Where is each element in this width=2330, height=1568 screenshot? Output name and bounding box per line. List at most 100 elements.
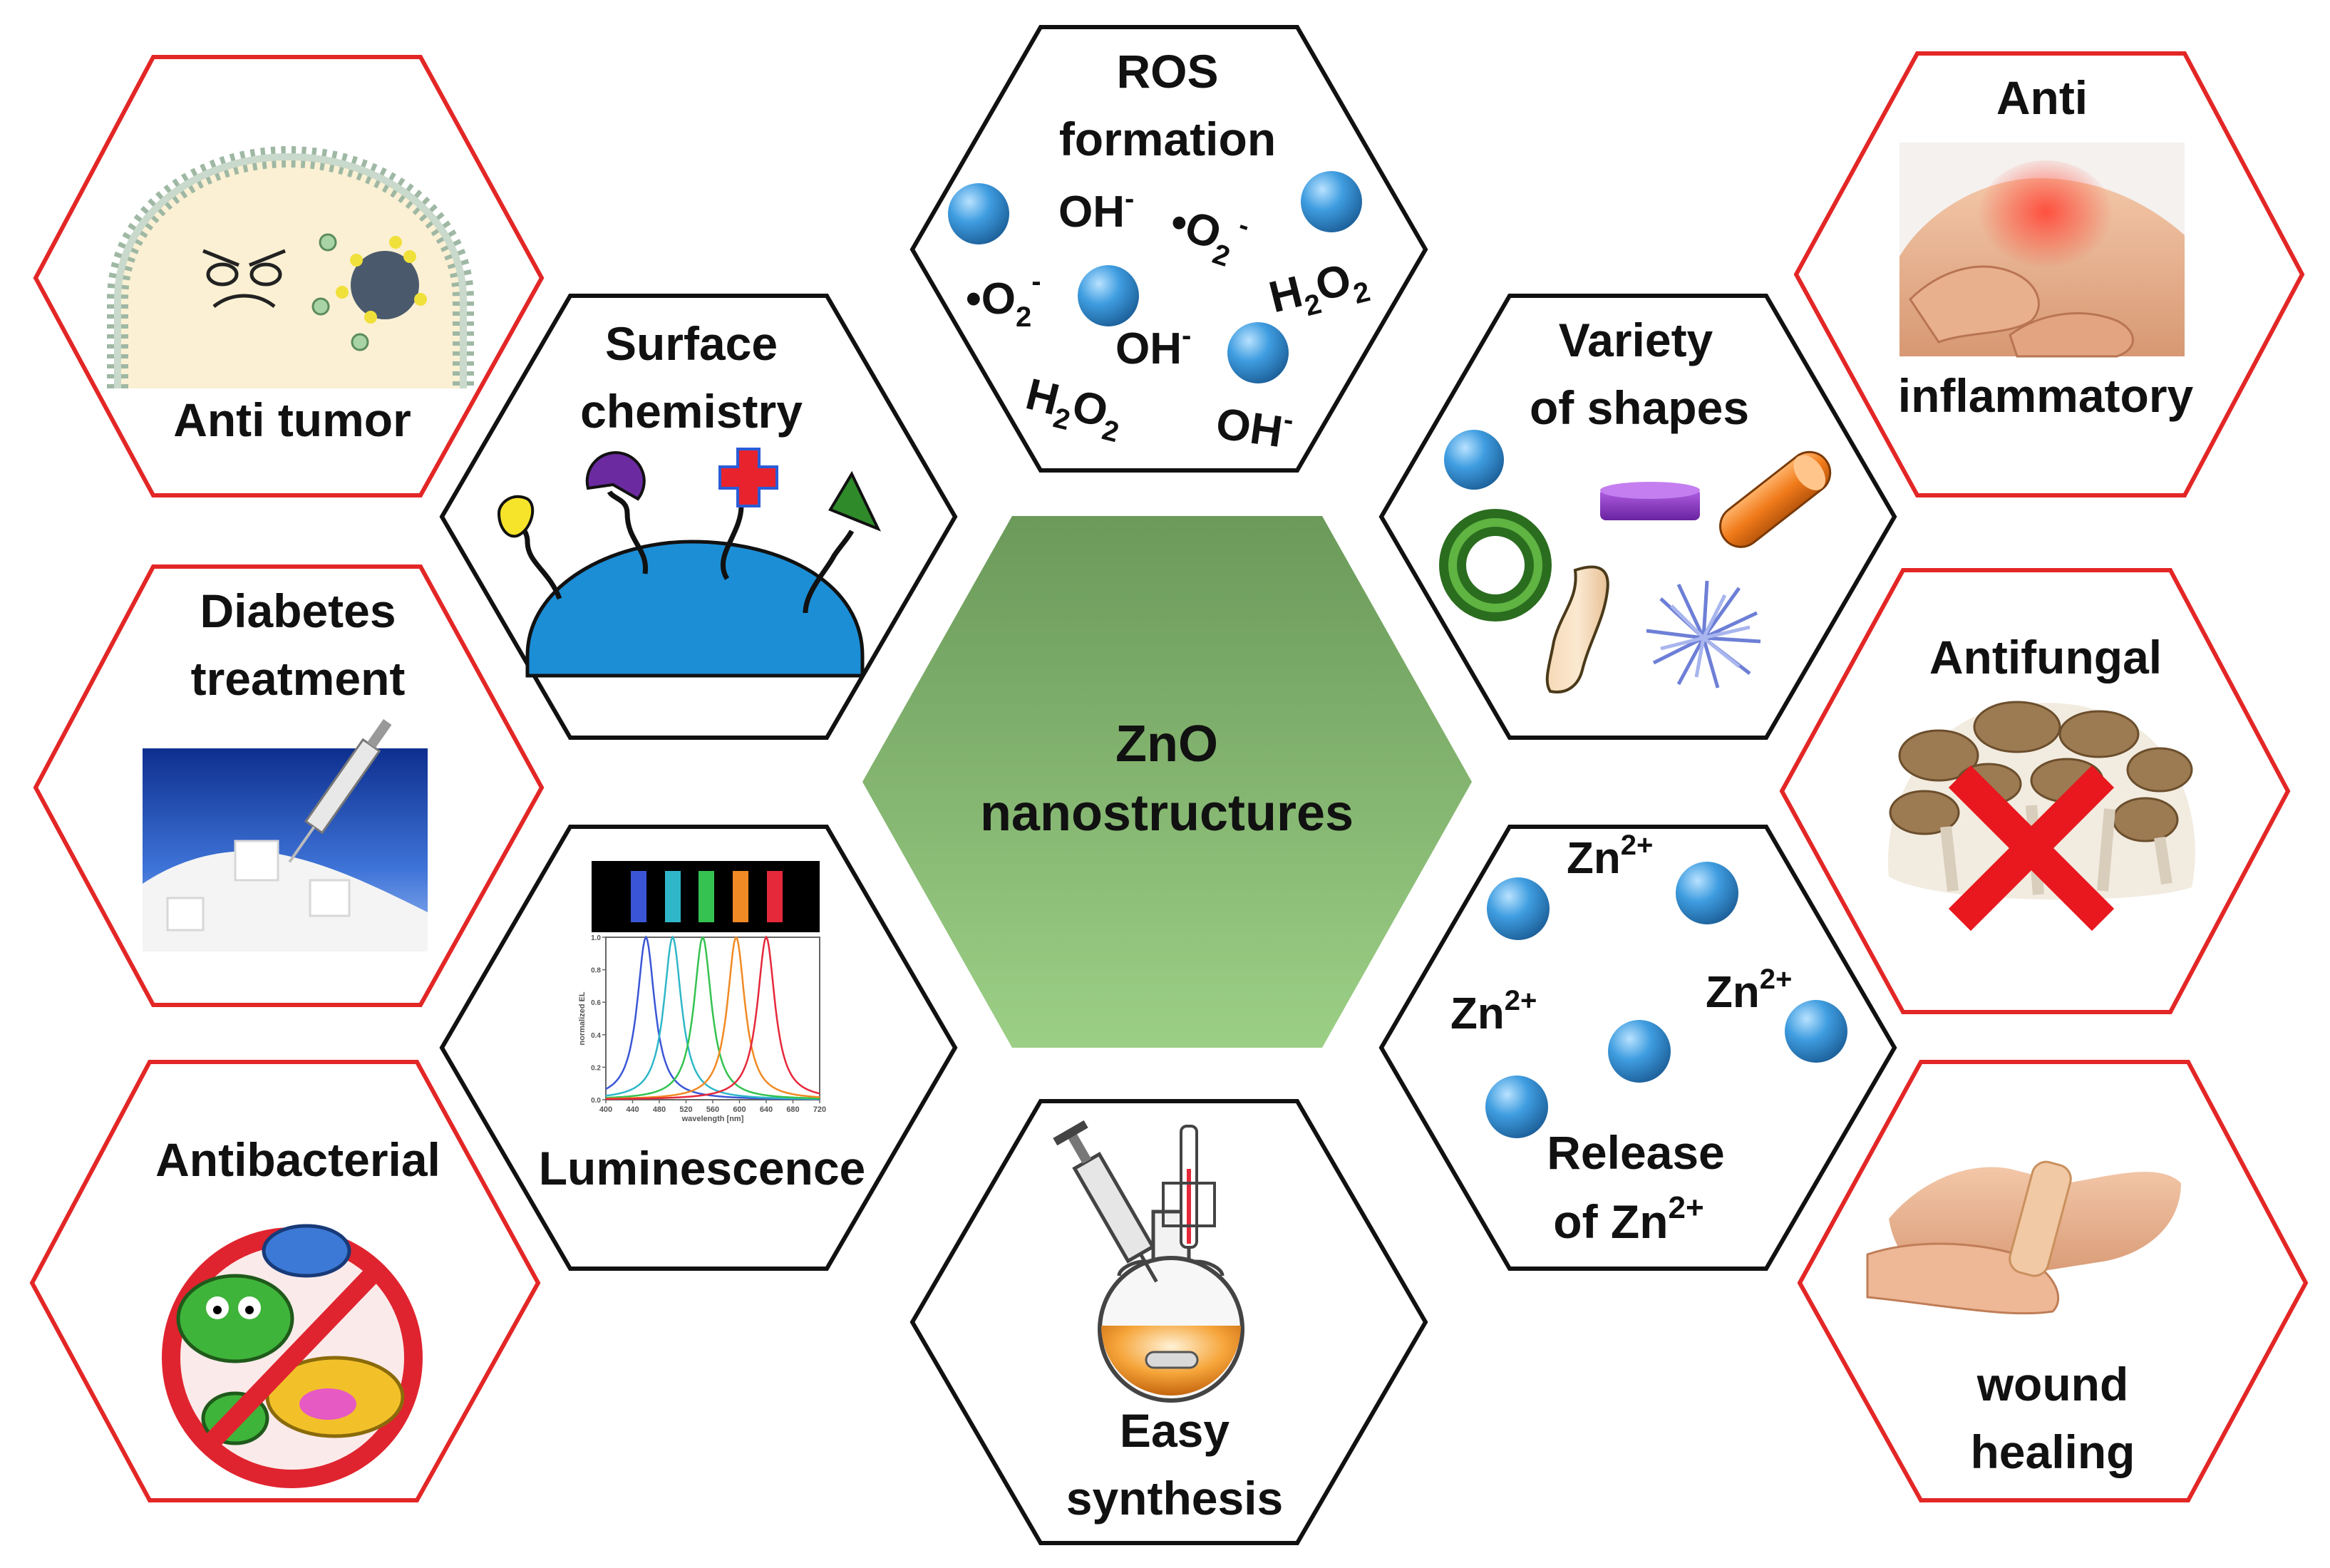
hex-release-zn [1378, 825, 1897, 1271]
emission-color-bar [592, 861, 820, 932]
chart-y-tick-label: 0.6 [591, 999, 601, 1007]
svg-text:•O2-: •O2- [1161, 189, 1253, 276]
ros-label-line1: ROS [1116, 45, 1218, 98]
chart-x-tick-label: 680 [786, 1105, 799, 1114]
emission-spectrum-chart: 400 440 480 520 560 600 640 680 720 0.0 0.2 0.4 0.6 0… [578, 934, 826, 1123]
chart-y-tick-label: 0.0 [591, 1097, 601, 1105]
tumor-face-icon [202, 249, 286, 308]
nanoparticle-icon [1227, 322, 1289, 383]
nanoparticle-icon [948, 183, 1009, 244]
chart-x-tick-label: 400 [599, 1105, 612, 1114]
ros-h2o2-1: H2O2 [1264, 251, 1373, 330]
nanoparticle-icon [1444, 430, 1504, 490]
ros-superoxide-1: •O2- [1161, 189, 1253, 276]
synthesis-label-line2: synthesis [1066, 1472, 1283, 1525]
center-hexagon-shape [862, 516, 1472, 1048]
release-label-line2: of Zn2+ [1553, 1190, 1703, 1248]
synthesis-label-line1: Easy [1120, 1404, 1230, 1457]
chart-emission-peak [605, 935, 820, 1100]
ros-formation-content: ROS formation OH- •O2- H2O2 •O2- OH- H2O… [948, 45, 1373, 457]
wound-healing-content: wound healing [1866, 1160, 2181, 1478]
chart-emission-peak [606, 935, 820, 1100]
diabetes-label-line2: treatment [191, 652, 406, 705]
flask-icon [1098, 1209, 1244, 1403]
ros-superoxide-2: •O2- [966, 266, 1041, 333]
nanoparticle-icon [1676, 862, 1738, 924]
ligand-yellow-icon [497, 495, 535, 538]
nanoparticle-icon [1608, 1020, 1671, 1083]
application-hexagons [29, 51, 2309, 1502]
hex-variety-of-shapes [1378, 294, 1897, 740]
variety-of-shapes-content: Variety of shapes [1439, 314, 1832, 693]
hex-antibacterial [29, 1060, 541, 1502]
anti-inflammatory-label-line1: Anti [1996, 71, 2088, 124]
nanoparticle-icon [1301, 171, 1362, 232]
chart-x-tick-label: 520 [679, 1105, 692, 1114]
center-title-line2: nanostructures [980, 785, 1354, 842]
hex-antifungal [1779, 568, 2291, 1014]
mushroom-icon [1887, 701, 2195, 900]
surface-label-line1: Surface [605, 317, 778, 370]
chart-y-tick-label: 0.4 [591, 1032, 601, 1040]
svg-text:H2O2: H2O2 [1019, 369, 1128, 448]
knee-pain-icon [1899, 143, 2185, 358]
chart-emission-peak [605, 937, 820, 1100]
shapes-label-line2: of shapes [1530, 381, 1749, 434]
nanoparticle-icon [1485, 1076, 1548, 1138]
hex-wound-healing [1797, 1060, 2309, 1502]
cell-membrane-icon [107, 145, 474, 388]
nanoparticle-icon [1078, 265, 1139, 326]
nanoring-icon [1439, 509, 1552, 621]
chart-x-tick-label: 600 [733, 1105, 746, 1114]
chart-y-tick-label: 0.8 [591, 967, 601, 975]
zn-ion-2: Zn2+ [1450, 985, 1537, 1038]
hex-anti-inflammatory [1793, 51, 2305, 497]
nanoparticle-surface-icon [525, 540, 865, 678]
syringe-icon [1053, 1120, 1158, 1283]
red-cross-icon [1948, 765, 2115, 932]
nanoflower-icon [1646, 580, 1761, 688]
wound-label-line1: wound [1976, 1358, 2129, 1410]
ros-particles [948, 171, 1362, 383]
ros-oh-1: OH- [1058, 183, 1134, 237]
shapes-label-line1: Variety [1559, 314, 1713, 366]
ligand-purple-icon [585, 451, 646, 501]
hex-surface-chemistry [439, 294, 958, 740]
hex-ros-formation [909, 25, 1428, 473]
diabetes-content: Diabetes treatment [143, 584, 428, 951]
chart-y-tick-label: 0.2 [591, 1064, 601, 1072]
svg-text:H2O2: H2O2 [1264, 251, 1373, 330]
chart-x-tick-label: 480 [653, 1105, 666, 1114]
luminescence-content: 400 440 480 520 560 600 640 680 720 0.0 0.2 0.4 0.6 0… [539, 861, 866, 1195]
nanobelt-icon [1545, 565, 1609, 693]
chart-y-axis-label: normalized EL [578, 991, 587, 1045]
ros-label-line2: formation [1059, 113, 1276, 165]
ligand-green-triangle-icon [828, 470, 882, 532]
chart-x-tick-label: 440 [626, 1105, 639, 1114]
release-label-line1: Release [1547, 1126, 1725, 1179]
sugar-syringe-icon [143, 718, 428, 951]
hex-diabetes [33, 564, 545, 1007]
nanoparticle-icon [1785, 1000, 1847, 1063]
ros-h2o2-2: H2O2 [1019, 369, 1128, 448]
zn-ion-3: Zn2+ [1706, 964, 1792, 1017]
nanodisk-icon [1600, 482, 1700, 520]
center-title-line1: ZnO [1115, 716, 1218, 773]
chart-x-tick-label: 720 [813, 1105, 826, 1114]
hex-anti-tumor [33, 55, 545, 497]
chart-x-tick-label: 560 [706, 1105, 719, 1114]
ros-oh-3: OH- [1213, 399, 1296, 457]
chart-x-tick-label: 640 [760, 1105, 773, 1114]
surface-chemistry-content: Surface chemistry [497, 317, 882, 678]
luminescence-label: Luminescence [539, 1142, 866, 1195]
chart-y-tick-label: 1.0 [591, 934, 601, 942]
anti-inflammatory-content: Anti inflammatory [1898, 71, 2194, 422]
anti-tumor-content: Anti tumor [107, 145, 474, 446]
thermometer-icon [1162, 1125, 1216, 1249]
release-zn-content: Zn2+ Zn2+ Zn2+ Release of Zn2+ [1450, 830, 1847, 1248]
chart-x-axis-label: wavelength [nm] [681, 1115, 744, 1123]
ros-oh-2: OH- [1115, 320, 1191, 373]
antifungal-label: Antifungal [1929, 631, 2162, 684]
hex-luminescence [439, 825, 958, 1271]
